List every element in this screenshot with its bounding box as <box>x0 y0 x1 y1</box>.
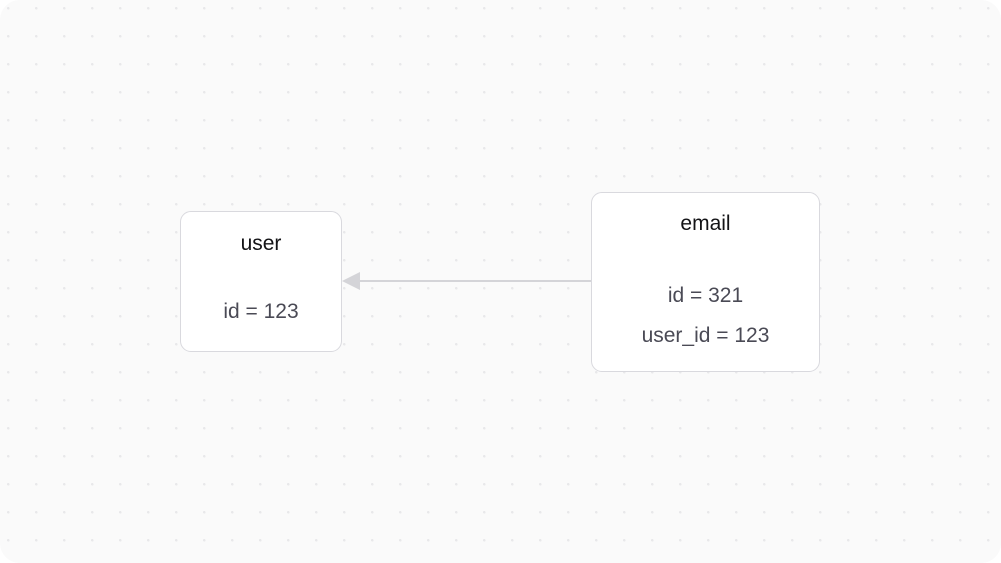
node-email[interactable]: email id = 321 user_id = 123 <box>591 192 820 372</box>
node-title: user <box>240 232 282 255</box>
node-user[interactable]: user id = 123 <box>180 211 342 352</box>
node-attribute: user_id = 123 <box>641 324 770 347</box>
node-attribute-list: id = 321 user_id = 123 <box>642 276 770 356</box>
node-attribute: id = 321 <box>667 284 744 307</box>
node-title: email <box>680 212 731 235</box>
node-attribute-list: id = 123 <box>223 292 298 332</box>
edge-email-to-user[interactable] <box>342 272 591 290</box>
node-attribute: id = 123 <box>223 300 299 323</box>
arrowhead-icon <box>342 272 360 290</box>
